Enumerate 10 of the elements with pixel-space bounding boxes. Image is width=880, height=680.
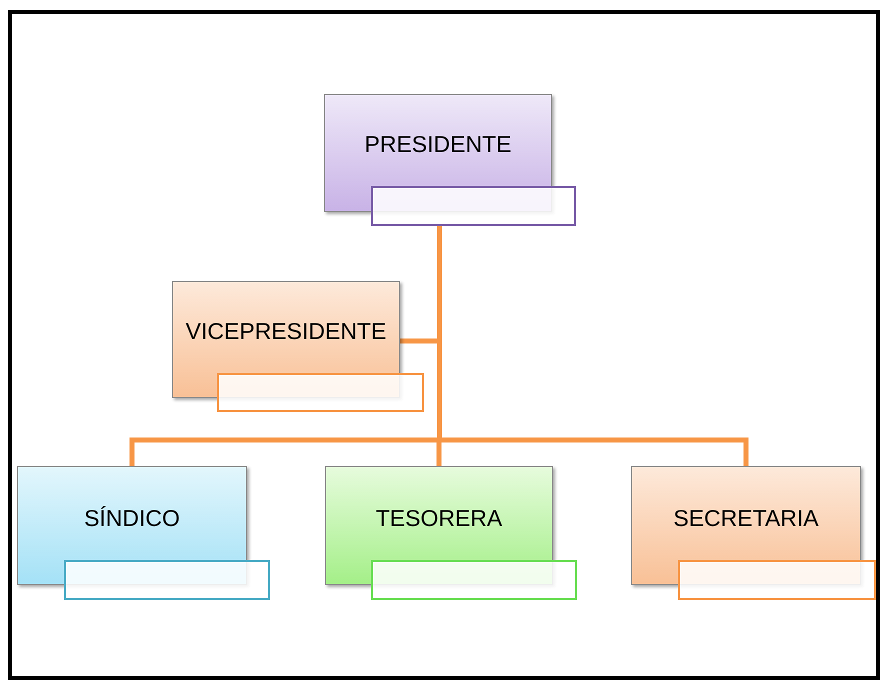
position-title: SECRETARIA bbox=[673, 505, 819, 532]
name-box bbox=[371, 186, 576, 226]
name-box bbox=[371, 560, 577, 600]
name-box bbox=[217, 373, 424, 412]
position-title: VICEPRESIDENTE bbox=[186, 318, 386, 345]
position-title: SÍNDICO bbox=[84, 505, 180, 532]
position-title: PRESIDENTE bbox=[364, 131, 512, 158]
name-box bbox=[678, 560, 876, 600]
position-title: TESORERA bbox=[376, 505, 502, 532]
name-box bbox=[64, 560, 270, 600]
